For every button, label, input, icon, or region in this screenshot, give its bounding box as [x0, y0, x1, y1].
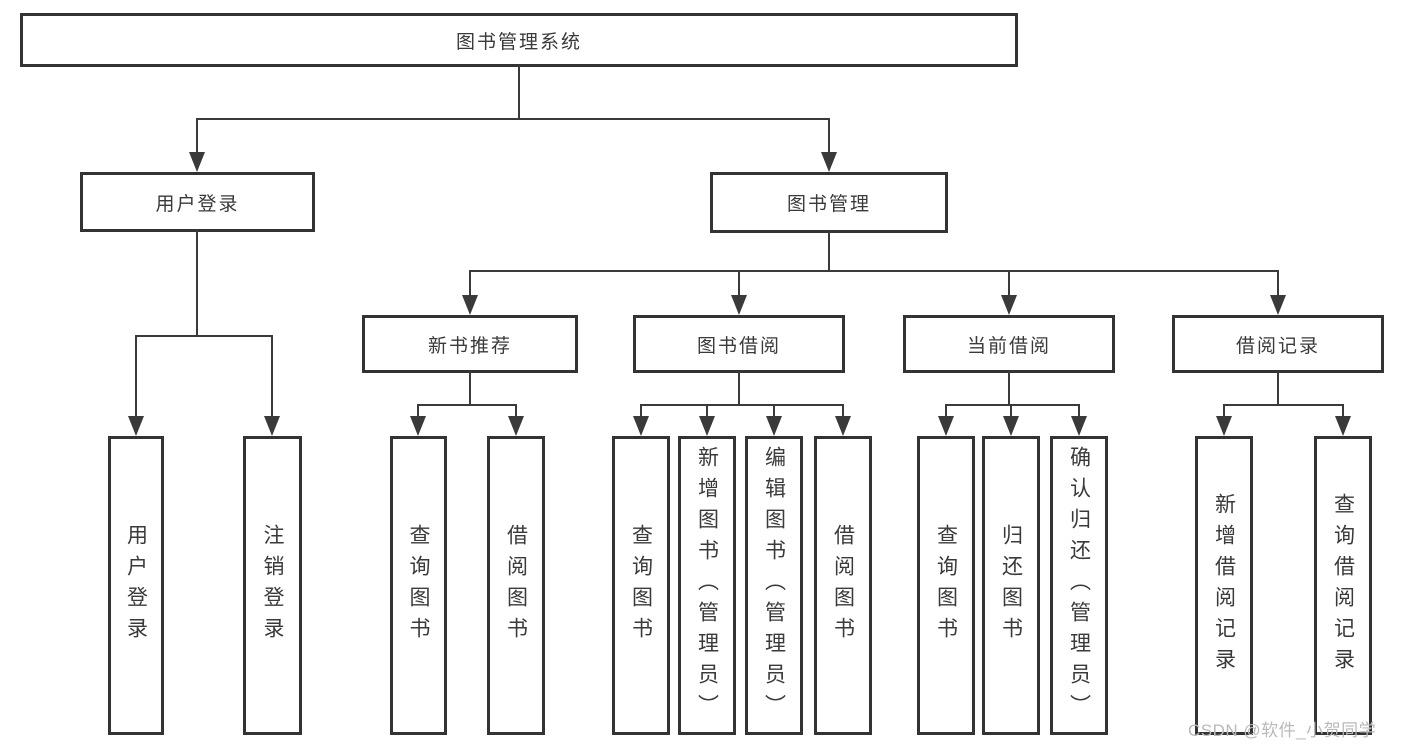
arrow-down-icon — [1335, 416, 1351, 436]
arrow-down-icon — [699, 416, 715, 436]
connector-line — [469, 270, 1279, 272]
arrow-down-icon — [633, 416, 649, 436]
connector-line — [738, 371, 740, 406]
connector-line — [518, 66, 520, 119]
connector-line — [842, 404, 844, 416]
connector-line — [469, 270, 471, 295]
connector-line — [515, 404, 517, 416]
leaf-add-book-admin: 新增图书（管理员） — [678, 436, 736, 735]
connector-line — [469, 371, 471, 406]
arrow-down-icon — [410, 416, 426, 436]
connector-line — [640, 404, 642, 416]
leaf-add-borrow-record: 新增借阅记录 — [1195, 436, 1253, 735]
leaf-confirm-return-admin: 确认归还（管理员） — [1050, 436, 1108, 735]
connector-line — [773, 404, 775, 416]
leaf-query-borrow-record: 查询借阅记录 — [1314, 436, 1372, 735]
leaf-logout: 注销登录 — [243, 436, 302, 735]
arrow-down-icon — [1270, 295, 1286, 315]
connector-line — [1008, 371, 1010, 406]
node-current-borrow: 当前借阅 — [903, 315, 1115, 373]
arrow-down-icon — [821, 152, 837, 172]
node-library-system: 图书管理系统 — [20, 13, 1018, 67]
arrow-down-icon — [1071, 416, 1087, 436]
connector-line — [1223, 404, 1225, 416]
arrow-down-icon — [835, 416, 851, 436]
node-user-login: 用户登录 — [80, 172, 315, 232]
connector-line — [1078, 404, 1080, 416]
arrow-down-icon — [264, 416, 280, 436]
node-borrow-records: 借阅记录 — [1172, 315, 1384, 373]
leaf-user-login: 用户登录 — [108, 436, 164, 735]
connector-line — [1223, 404, 1344, 406]
node-book-management: 图书管理 — [710, 172, 948, 233]
connector-line — [828, 118, 830, 152]
connector-line — [135, 335, 137, 416]
connector-line — [271, 335, 273, 416]
leaf-return-books: 归还图书 — [982, 436, 1040, 735]
leaf-query-books-borrow: 查询图书 — [612, 436, 670, 735]
connector-line — [945, 404, 947, 416]
arrow-down-icon — [1216, 416, 1232, 436]
connector-line — [640, 404, 844, 406]
connector-line — [417, 404, 517, 406]
leaf-borrow-books-recommend: 借阅图书 — [487, 436, 545, 735]
leaf-query-books-current: 查询图书 — [917, 436, 975, 735]
arrow-down-icon — [766, 416, 782, 436]
connector-line — [1008, 270, 1010, 295]
arrow-down-icon — [1001, 295, 1017, 315]
connector-line — [135, 335, 273, 337]
connector-line — [196, 118, 830, 120]
leaf-borrow-books-borrow: 借阅图书 — [814, 436, 872, 735]
arrow-down-icon — [938, 416, 954, 436]
node-new-book-recommend: 新书推荐 — [362, 315, 578, 373]
arrow-down-icon — [508, 416, 524, 436]
connector-line — [1277, 371, 1279, 406]
node-book-borrow: 图书借阅 — [633, 315, 845, 373]
arrow-down-icon — [189, 152, 205, 172]
leaf-query-books-recommend: 查询图书 — [390, 436, 447, 735]
connector-line — [738, 270, 740, 295]
arrow-down-icon — [462, 295, 478, 315]
connector-line — [945, 404, 1080, 406]
connector-line — [196, 230, 198, 337]
connector-line — [417, 404, 419, 416]
arrow-down-icon — [731, 295, 747, 315]
connector-line — [1277, 270, 1279, 295]
connector-line — [1342, 404, 1344, 416]
connector-line — [828, 231, 830, 272]
connector-line — [1010, 404, 1012, 416]
arrow-down-icon — [1003, 416, 1019, 436]
connector-line — [706, 404, 708, 416]
leaf-edit-book-admin: 编辑图书（管理员） — [745, 436, 803, 735]
watermark: CSDN @软件_小贺同学 — [1188, 721, 1377, 740]
connector-line — [196, 118, 198, 152]
arrow-down-icon — [128, 416, 144, 436]
